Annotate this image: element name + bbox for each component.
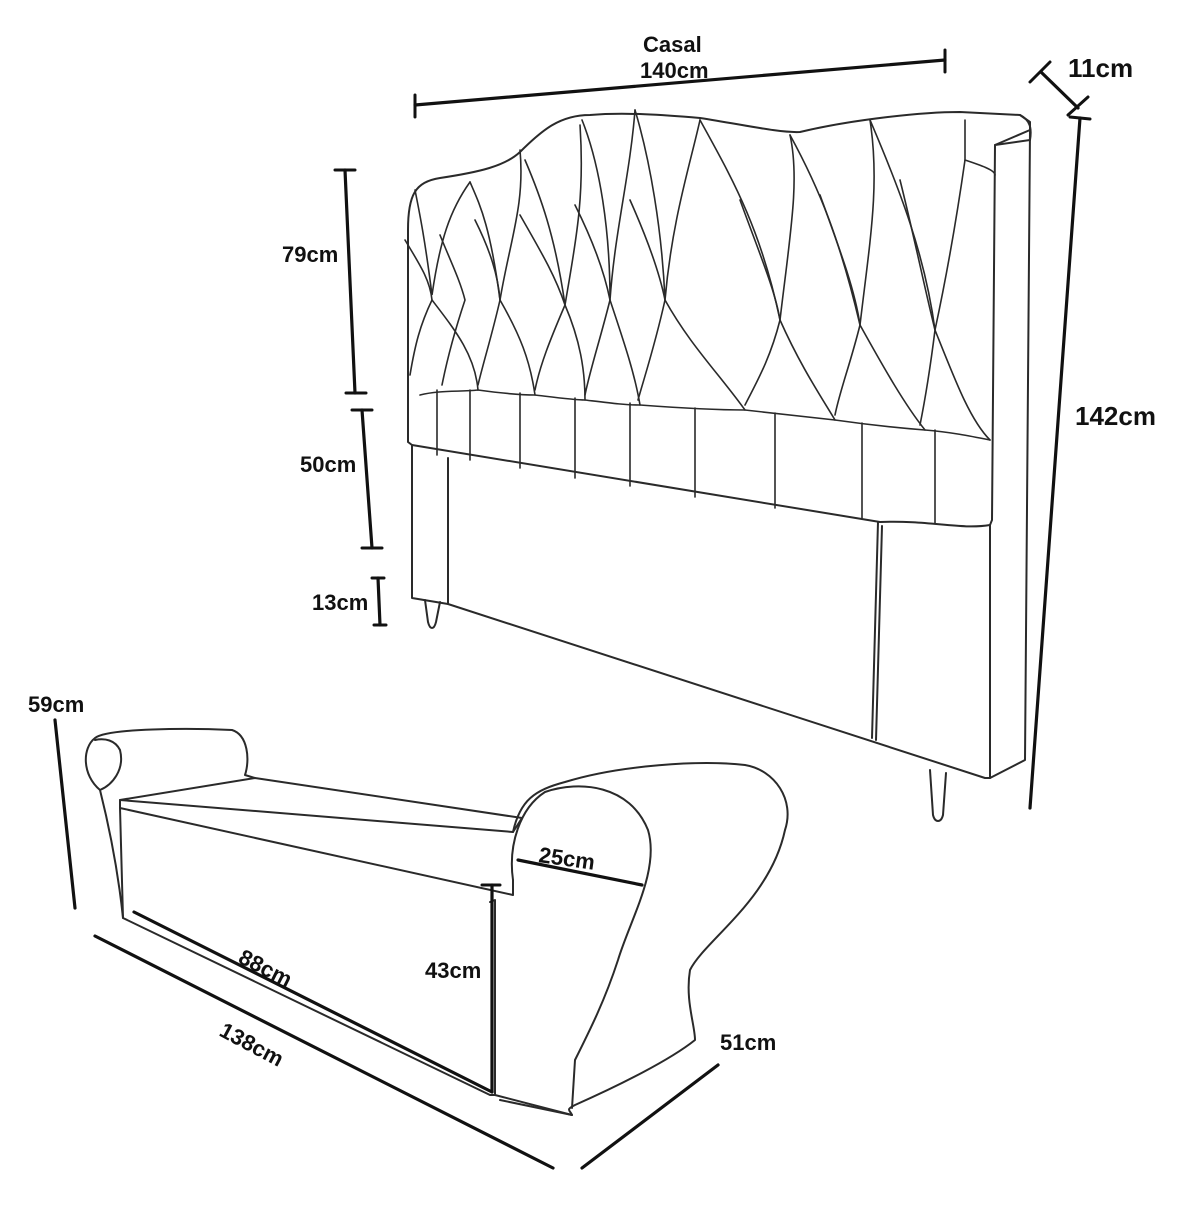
headboard-drawing: Casal 140cm 11cm 142cm 79cm 50cm — [282, 32, 1156, 822]
headboard-depth-dimension — [1028, 60, 1090, 117]
headboard-panel-outline — [407, 111, 1032, 528]
headboard-left-leg — [424, 599, 441, 629]
bench-seat-height-dimension — [480, 883, 502, 1094]
bench-left-arm — [84, 727, 256, 919]
bench-front-panel — [119, 807, 496, 1096]
bench-seat-top — [119, 777, 523, 833]
headboard-right-leg — [929, 769, 947, 822]
bench-right-arm-inner — [510, 785, 652, 1109]
bench-left-arm-scroll — [94, 738, 123, 791]
headboard-top-face — [1019, 114, 1031, 141]
bench-seat-front-edge — [119, 799, 514, 896]
bench-height-dimension — [53, 718, 77, 910]
headboard-width-dimension — [413, 48, 947, 119]
headboard-base — [411, 444, 991, 779]
headboard-panel-height-dimension — [333, 168, 368, 395]
headboard-total-height-value: 142cm — [1075, 401, 1156, 431]
headboard-panel-height-value: 79cm — [282, 242, 338, 267]
bench-seat-length-dimension — [132, 910, 494, 1094]
bench-total-length-value: 138cm — [216, 1017, 288, 1071]
bench-right-arm — [499, 762, 789, 1116]
headboard-base-right-inner — [875, 525, 883, 741]
bench-seat-length-value: 88cm — [235, 944, 296, 992]
headboard-depth-value: 11cm — [1068, 53, 1133, 83]
headboard-base-height-dimension — [350, 408, 384, 550]
bench-drawing: 59cm 25cm 88cm 43cm 138cm 51cm — [28, 692, 789, 1170]
headboard-width-value: 140cm — [640, 58, 709, 83]
bench-arm-width-value: 25cm — [537, 842, 596, 875]
headboard-total-height-dimension — [1028, 115, 1092, 810]
bench-seat-height-value: 43cm — [425, 958, 481, 983]
headboard-leg-height-dimension — [370, 576, 388, 627]
bench-depth-value: 51cm — [720, 1030, 776, 1055]
headboard-base-right-seam — [871, 521, 879, 739]
bench-arm-width-dimension — [516, 858, 644, 887]
headboard-tufting — [404, 109, 996, 524]
headboard-base-height-value: 50cm — [300, 452, 356, 477]
headboard-width-name: Casal — [643, 32, 702, 57]
bench-height-value: 59cm — [28, 692, 84, 717]
headboard-side-face — [989, 129, 1031, 779]
headboard-leg-height-value: 13cm — [312, 590, 368, 615]
bench-depth-dimension — [580, 1063, 720, 1170]
bench-right-arm-front — [494, 1094, 573, 1116]
bench-total-length-dimension — [93, 934, 555, 1170]
